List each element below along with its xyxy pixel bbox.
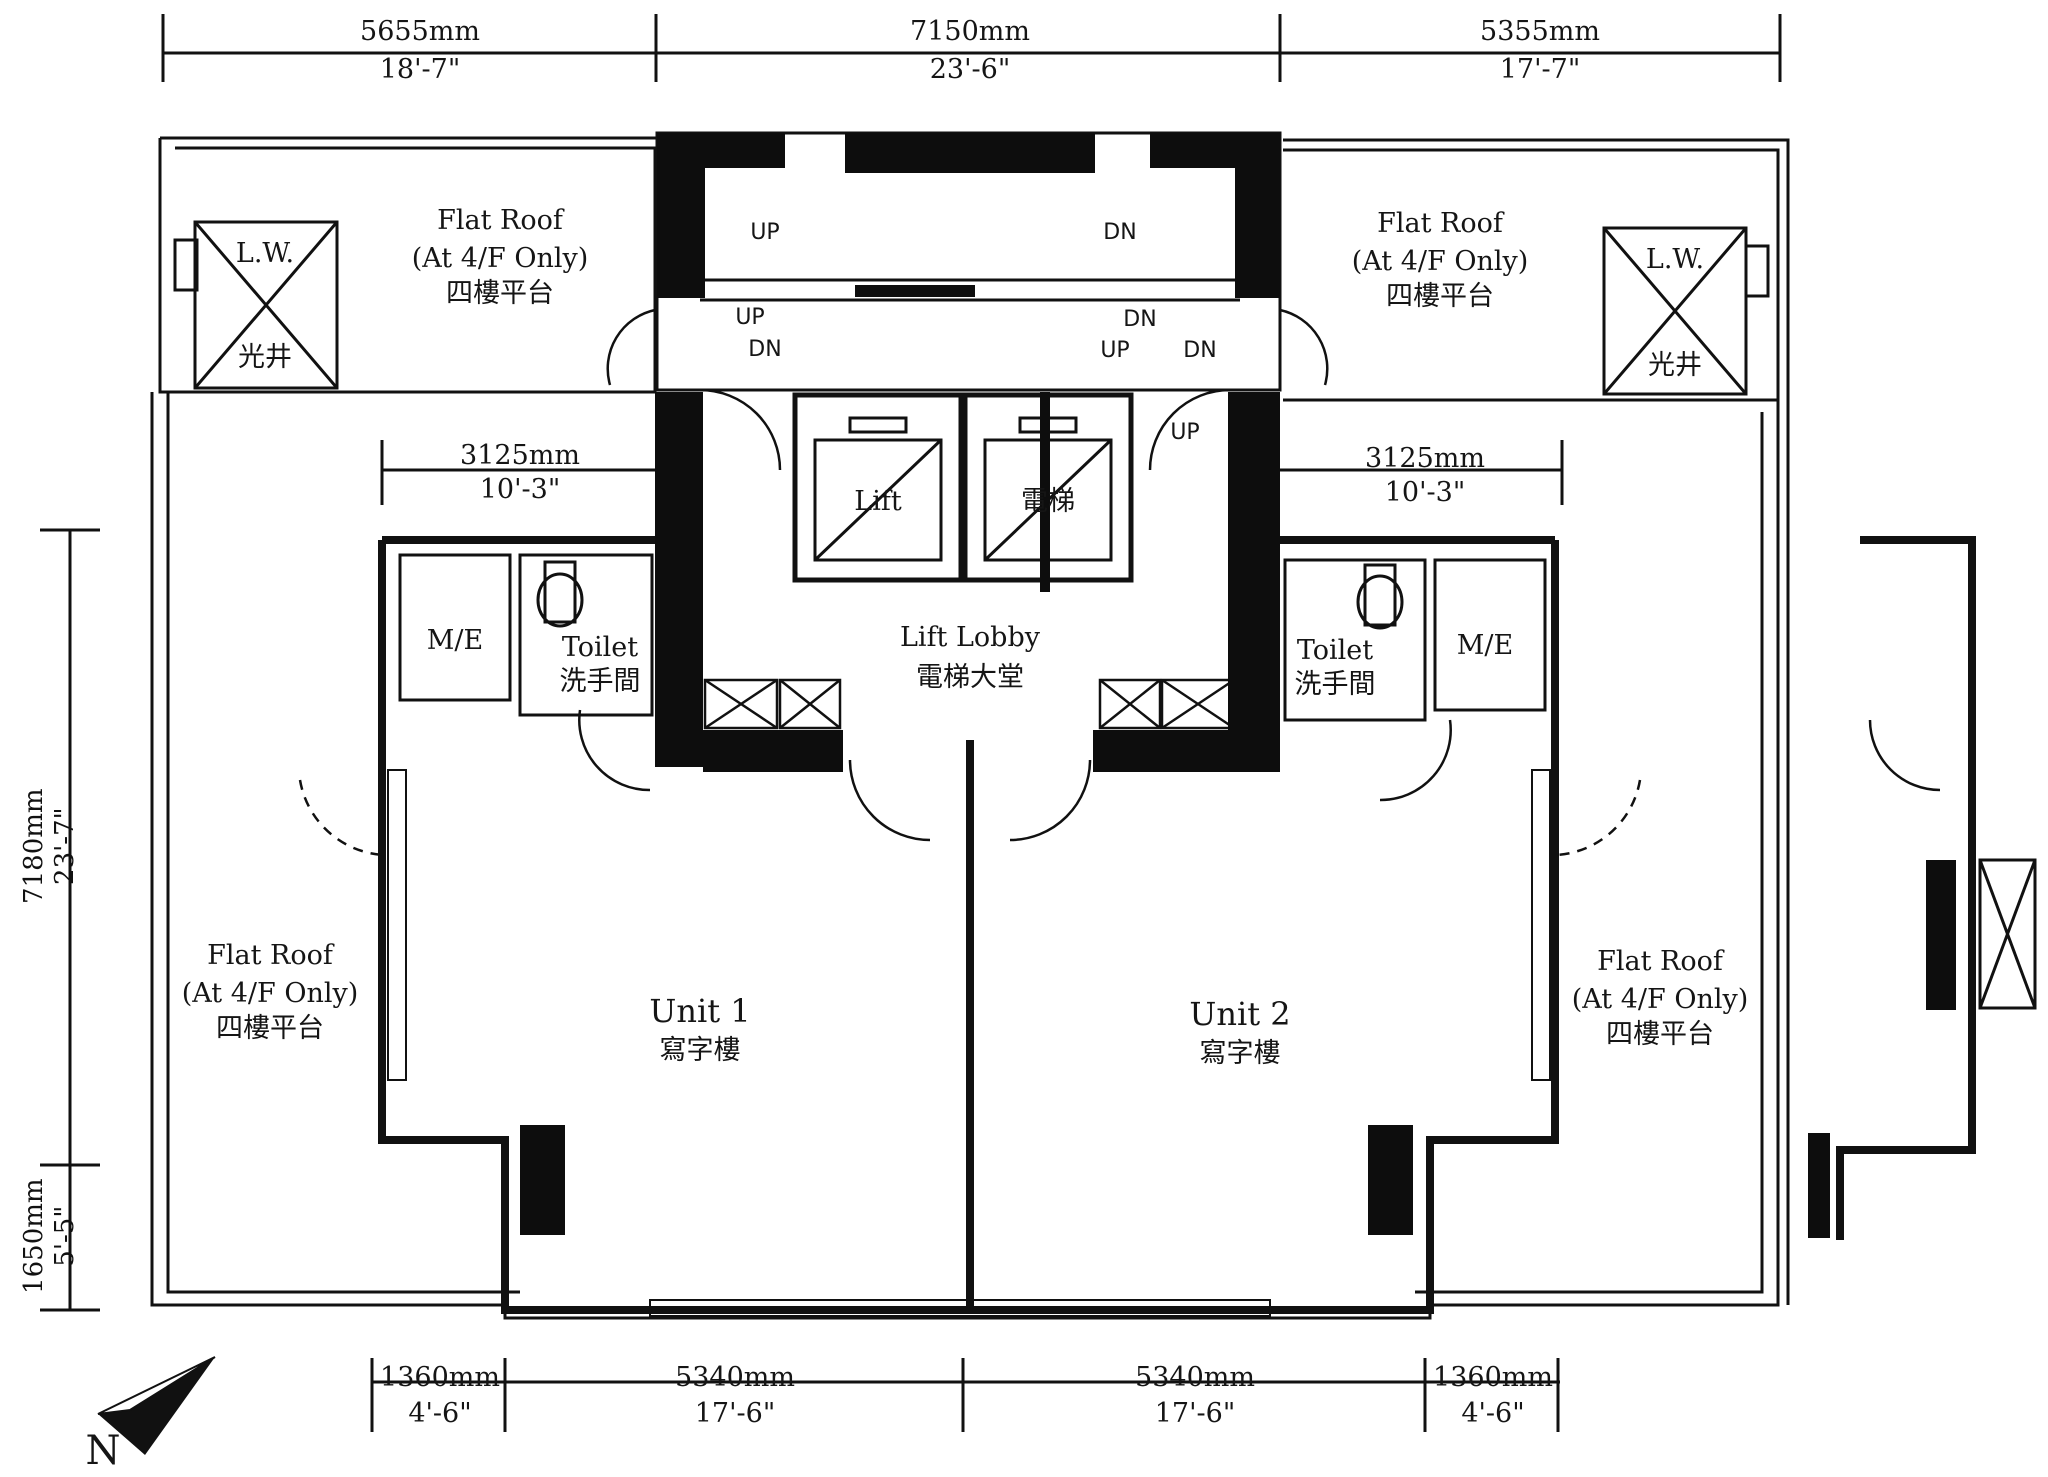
lift-left-label: Lift xyxy=(854,486,902,517)
lw-left-en: L.W. xyxy=(235,238,295,269)
flat-roof-r-cn: 四樓平台 xyxy=(1606,1019,1714,1050)
bottom-dim-4-ft: 4'-6" xyxy=(1461,1398,1525,1429)
stair-dn-2: DN xyxy=(748,337,782,362)
lw-left-cn: 光井 xyxy=(238,342,292,373)
left-dim-2: 1650mm 5'-5" xyxy=(19,1156,81,1316)
roof-swing-doors xyxy=(298,779,1642,857)
stair-up-1: UP xyxy=(750,220,780,245)
flat-roof-r-en: Flat Roof xyxy=(1597,946,1723,977)
stair-dn-3: DN xyxy=(1123,307,1157,332)
inner-dimension-lines xyxy=(380,440,1564,505)
flat-roof-tr-en: Flat Roof xyxy=(1377,208,1503,239)
flat-roof-l-en: Flat Roof xyxy=(207,940,333,971)
bottom-dimension-line xyxy=(370,1358,1560,1432)
light-well-right xyxy=(1602,226,1770,396)
top-dim-2-mm: 7150mm xyxy=(910,16,1030,47)
unit1-cn: 寫字樓 xyxy=(659,1035,741,1066)
unit2-en: Unit 2 xyxy=(1189,995,1291,1033)
left-dim-1-mm: 7180mm xyxy=(18,788,49,904)
left-dim-2-ft: 5'-5" xyxy=(50,1205,80,1267)
inner-dim-right-ft: 10'-3" xyxy=(1384,477,1466,508)
flat-roof-tl-cn: 四樓平台 xyxy=(446,278,554,309)
stair-up-4: UP xyxy=(1170,420,1200,445)
stair-up-3: UP xyxy=(1100,338,1130,363)
me-left-label: M/E xyxy=(426,625,484,656)
left-dim-1-ft: 23'-7" xyxy=(50,807,80,885)
lobby-doors xyxy=(606,308,1329,842)
top-dim-1-ft: 18'-7" xyxy=(379,54,461,85)
left-dim-2-mm: 1650mm xyxy=(18,1178,49,1294)
bottom-dim-2-mm: 5340mm xyxy=(675,1362,795,1393)
lw-right-cn: 光井 xyxy=(1648,350,1702,381)
stair-dn-4: DN xyxy=(1183,338,1217,363)
flat-roof-tr-cn: 四樓平台 xyxy=(1386,281,1494,312)
toilet-left-en: Toilet xyxy=(561,632,639,663)
left-dim-1: 7180mm 23'-7" xyxy=(19,766,81,926)
bottom-dim-4-mm: 1360mm xyxy=(1433,1362,1553,1393)
lift-lobby-en: Lift Lobby xyxy=(900,622,1040,653)
top-dim-1-mm: 5655mm xyxy=(360,16,480,47)
flat-roof-tl-note: (At 4/F Only) xyxy=(411,243,589,274)
solid-walls xyxy=(520,133,1956,1238)
top-dim-2-ft: 23'-6" xyxy=(929,54,1011,85)
stair-up-2: UP xyxy=(735,305,765,330)
toilet-right-en: Toilet xyxy=(1296,635,1374,666)
bottom-dim-3-mm: 5340mm xyxy=(1135,1362,1255,1393)
bottom-dim-1-mm: 1360mm xyxy=(380,1362,500,1393)
left-vertical-dimension xyxy=(40,528,100,1312)
top-dim-3-ft: 17'-7" xyxy=(1499,54,1581,85)
top-dimension-line xyxy=(161,14,1782,82)
bottom-dim-1-ft: 4'-6" xyxy=(408,1398,472,1429)
flat-roof-r-note: (At 4/F Only) xyxy=(1571,984,1749,1015)
inner-dim-right-mm: 3125mm xyxy=(1365,443,1485,474)
bottom-dim-2-ft: 17'-6" xyxy=(694,1398,776,1429)
me-right-label: M/E xyxy=(1456,630,1514,661)
neighbour-fragment xyxy=(1836,536,2037,1240)
lift-right-label: 電梯 xyxy=(1021,486,1075,517)
roof-boundary xyxy=(150,136,1790,1320)
toilet-left-cn: 洗手間 xyxy=(559,666,641,697)
inner-dim-left-ft: 10'-3" xyxy=(479,474,561,505)
flat-roof-tr-note: (At 4/F Only) xyxy=(1351,246,1529,277)
unit1-en: Unit 1 xyxy=(649,992,751,1030)
north-label: N xyxy=(85,1428,121,1474)
flat-roof-l-cn: 四樓平台 xyxy=(216,1013,324,1044)
lw-right-en: L.W. xyxy=(1645,244,1705,275)
facade-windows xyxy=(387,769,1551,1317)
left-service-rooms xyxy=(398,553,654,792)
inner-dim-left-mm: 3125mm xyxy=(460,440,580,471)
top-dim-3-mm: 5355mm xyxy=(1480,16,1600,47)
unit1-outline xyxy=(378,536,970,1314)
lift-lobby-cn: 電梯大堂 xyxy=(916,662,1024,693)
unit2-outline xyxy=(970,536,1559,1314)
bottom-dim-3-ft: 17'-6" xyxy=(1154,1398,1236,1429)
right-service-rooms xyxy=(1283,558,1547,802)
flat-roof-l-note: (At 4/F Only) xyxy=(181,978,359,1009)
north-arrow xyxy=(97,1356,216,1455)
stair-dn-1: DN xyxy=(1103,220,1137,245)
light-well-left xyxy=(173,220,339,390)
flat-roof-tl-en: Flat Roof xyxy=(437,205,563,236)
toilet-right-cn: 洗手間 xyxy=(1294,669,1376,700)
unit2-cn: 寫字樓 xyxy=(1199,1038,1281,1069)
